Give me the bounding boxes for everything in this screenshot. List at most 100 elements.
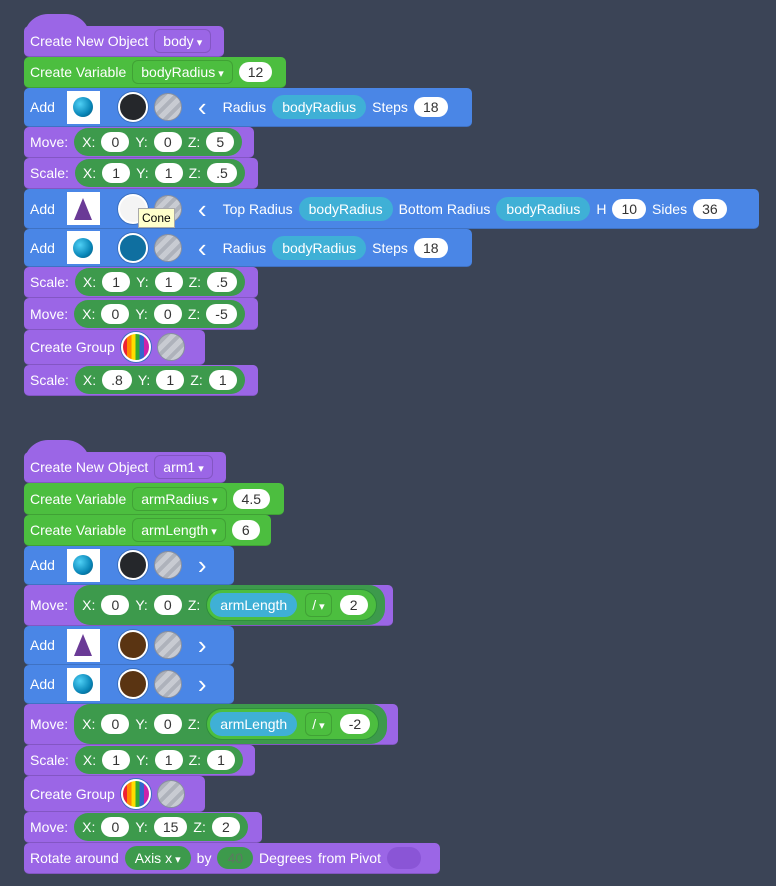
code-block[interactable]: Create Group	[24, 330, 205, 365]
number-input[interactable]: 10	[612, 198, 647, 219]
y-input[interactable]: 1	[154, 163, 183, 183]
variable-reporter[interactable]: bodyRadius	[496, 196, 591, 221]
number-input[interactable]: 12	[238, 62, 273, 82]
chevron-left-icon[interactable]: ‹	[197, 92, 207, 122]
variable-reporter[interactable]: armLength	[210, 712, 298, 736]
x-input[interactable]: 0	[101, 595, 130, 615]
code-block[interactable]: Create VariablebodyRadius12	[24, 57, 286, 88]
sphere-shape-thumbnail[interactable]	[66, 548, 100, 582]
texture-picker[interactable]	[156, 333, 185, 361]
code-block[interactable]: Create Group	[24, 776, 205, 812]
y-input[interactable]: 15	[153, 817, 188, 837]
y-input[interactable]: 0	[153, 132, 182, 152]
x-input[interactable]: 0	[101, 303, 130, 324]
code-block[interactable]: Create VariablearmLength6	[24, 515, 271, 546]
dropdown[interactable]: body	[154, 29, 212, 53]
y-input[interactable]: 1	[156, 370, 185, 390]
chevron-right-icon[interactable]: ›	[197, 550, 207, 580]
texture-picker[interactable]	[153, 233, 182, 262]
y-input[interactable]: 0	[153, 595, 182, 615]
y-label: Y:	[135, 597, 148, 613]
number-input[interactable]: 36	[693, 198, 727, 219]
z-input[interactable]: 5	[206, 132, 235, 152]
code-block[interactable]: Add›	[24, 665, 234, 704]
number-input[interactable]: 18	[413, 97, 448, 117]
dropdown[interactable]: armLength	[132, 518, 226, 542]
variable-reporter[interactable]: armLength	[210, 593, 298, 617]
code-block[interactable]: Add›	[24, 546, 234, 585]
code-block[interactable]: Create VariablearmRadius4.5	[24, 483, 284, 515]
z-input[interactable]: 2	[211, 817, 240, 837]
chevron-left-icon[interactable]: ‹	[197, 232, 207, 263]
x-input[interactable]: 1	[102, 750, 131, 770]
y-input[interactable]: 1	[154, 272, 183, 292]
texture-picker[interactable]	[156, 779, 185, 808]
color-picker[interactable]	[117, 550, 148, 580]
texture-picker[interactable]	[153, 631, 182, 659]
dropdown[interactable]: armRadius	[132, 486, 227, 511]
color-picker[interactable]	[117, 92, 148, 122]
color-picker[interactable]	[117, 669, 148, 699]
variable-reporter[interactable]: bodyRadius	[272, 95, 367, 119]
number-input[interactable]: 4.5	[232, 488, 270, 509]
y-input[interactable]: 0	[153, 303, 182, 324]
texture-picker[interactable]	[153, 93, 182, 121]
group-color-picker[interactable]	[120, 332, 151, 362]
texture-picker[interactable]	[153, 551, 182, 579]
operator-dropdown[interactable]: /	[305, 593, 332, 617]
chevron-left-icon[interactable]: ‹	[197, 193, 207, 224]
pivot-slot[interactable]	[386, 847, 421, 869]
code-block[interactable]: Add›	[24, 626, 234, 665]
y-input[interactable]: 1	[154, 750, 183, 770]
z-input[interactable]: 1	[207, 750, 236, 770]
cone-shape-thumbnail[interactable]	[66, 192, 100, 225]
variable-reporter[interactable]: bodyRadius	[272, 235, 367, 260]
x-input[interactable]: 1	[102, 272, 131, 292]
color-picker[interactable]	[117, 630, 148, 660]
sphere-shape-thumbnail[interactable]	[66, 231, 100, 264]
degrees-input[interactable]: 40	[217, 847, 254, 869]
chevron-right-icon[interactable]: ›	[197, 669, 207, 699]
axis-dropdown[interactable]: Axis x	[124, 846, 191, 870]
chevron-right-icon[interactable]: ›	[197, 630, 207, 660]
z-input[interactable]: 1	[208, 370, 237, 390]
operator-dropdown[interactable]: /	[305, 712, 332, 736]
number-input[interactable]: 18	[413, 237, 448, 258]
code-block[interactable]: Move:X:0Y:0Z:armLength/-2	[24, 704, 398, 745]
y-input[interactable]: 0	[153, 714, 182, 734]
dropdown[interactable]: arm1	[154, 455, 213, 479]
texture-picker[interactable]	[153, 670, 182, 698]
sphere-shape-thumbnail[interactable]	[66, 667, 100, 701]
z-input[interactable]: .5	[207, 163, 237, 183]
x-input[interactable]: 0	[101, 132, 130, 152]
x-input[interactable]: 1	[102, 163, 131, 183]
x-input[interactable]: 0	[101, 817, 130, 837]
number-input[interactable]: 6	[231, 520, 260, 540]
z-input[interactable]: -5	[206, 303, 237, 324]
z-input[interactable]: .5	[207, 272, 237, 292]
x-input[interactable]: 0	[101, 714, 130, 734]
group-color-picker[interactable]	[120, 778, 151, 809]
dropdown[interactable]: bodyRadius	[132, 60, 233, 84]
cone-shape-thumbnail[interactable]	[66, 628, 100, 662]
variable-reporter[interactable]: bodyRadius	[298, 196, 393, 221]
x-input[interactable]: .8	[102, 370, 132, 390]
number-input[interactable]: -2	[339, 714, 371, 734]
number-input[interactable]: 2	[339, 595, 368, 615]
color-picker[interactable]	[117, 232, 148, 263]
code-block[interactable]: Move:X:0Y:0Z:armLength/2	[24, 585, 393, 626]
sphere-shape-thumbnail[interactable]	[66, 90, 100, 124]
